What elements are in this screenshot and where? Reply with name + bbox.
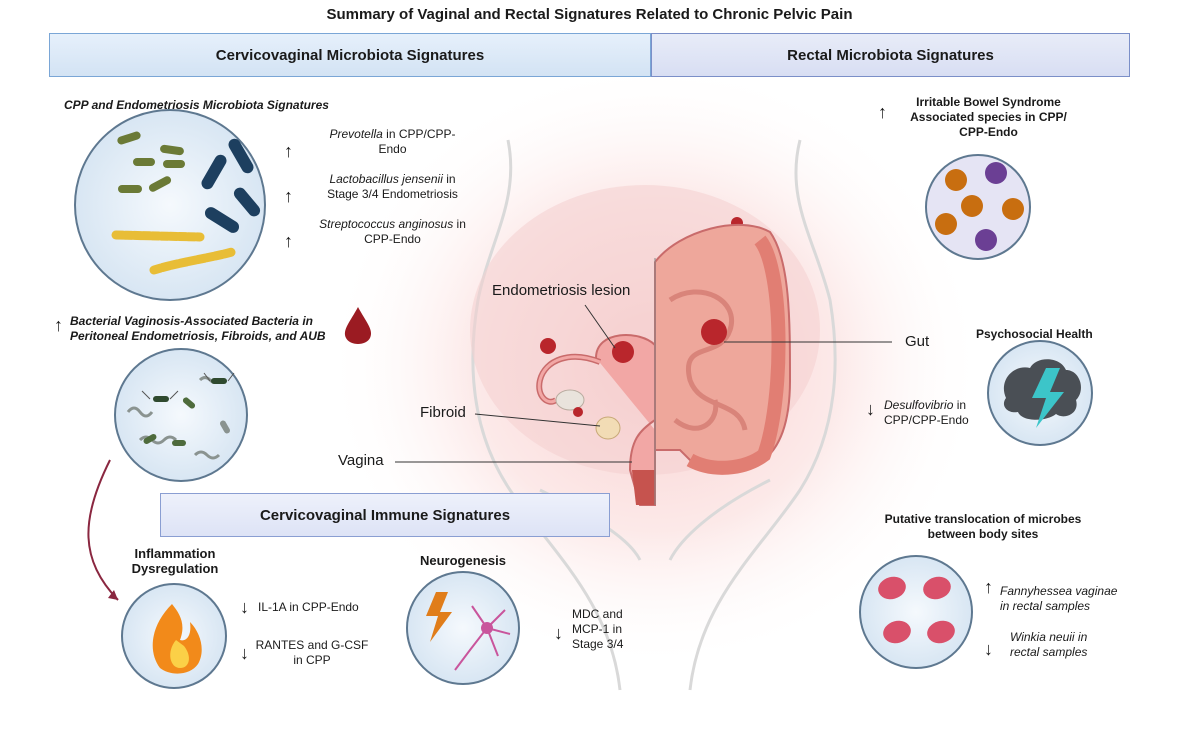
down-arrow-icon: ↓: [984, 639, 993, 659]
uterus: [536, 217, 743, 506]
cpp-item-prevotella: Prevotella in CPP/CPP-Endo: [329, 127, 456, 156]
down-arrow-icon: ↓: [866, 399, 875, 419]
cpp-heading: CPP and Endometriosis Microbiota Signatu…: [64, 98, 329, 112]
gut: [654, 224, 792, 475]
down-arrow-icon: ↓: [240, 597, 249, 617]
bv-to-inflammation-arrow: [87, 459, 119, 601]
psychosocial-circle: [987, 340, 1093, 446]
up-arrow-icon: ↑: [284, 186, 293, 206]
body-outline: [471, 139, 837, 691]
neurogenesis-circle: [406, 571, 520, 685]
ibs-species-circle: [925, 154, 1031, 260]
down-arrow-icon: ↓: [554, 623, 563, 643]
psychosocial-title: Psychosocial Health: [976, 327, 1093, 341]
neurogenesis-title: Neurogenesis: [420, 553, 506, 568]
up-arrow-icon: ↑: [54, 315, 63, 335]
banner-rectal-microbiota: Rectal Microbiota Signatures: [651, 33, 1130, 77]
label-vagina: Vagina: [338, 452, 384, 469]
bv-heading: Bacterial Vaginosis-Associated Bacteria …: [70, 314, 326, 343]
label-fibroid: Fibroid: [420, 404, 466, 421]
label-gut: Gut: [905, 333, 930, 350]
banner-cervicovaginal-microbiota: Cervicovaginal Microbiota Signatures: [49, 33, 651, 77]
blood-drop-icon: [344, 307, 372, 344]
bv-bacteria-circle: [114, 348, 248, 482]
inflammation-circle: [121, 583, 227, 689]
up-arrow-icon: ↑: [284, 231, 293, 251]
figure-title: Summary of Vaginal and Rectal Signatures…: [326, 6, 853, 23]
up-arrow-icon: ↑: [284, 141, 293, 161]
translocation-circle: [859, 555, 973, 669]
down-arrow-icon: ↓: [240, 643, 249, 663]
banner-cervicovaginal-immune: Cervicovaginal Immune Signatures: [160, 493, 610, 537]
up-arrow-icon: ↑: [878, 102, 887, 122]
up-arrow-icon: ↑: [984, 577, 993, 597]
cpp-microbiota-circle: [74, 109, 266, 301]
label-endometriosis-lesion: Endometriosis lesion: [492, 282, 631, 299]
inflammation-item-il1a: IL-1A in CPP-Endo: [258, 600, 359, 614]
